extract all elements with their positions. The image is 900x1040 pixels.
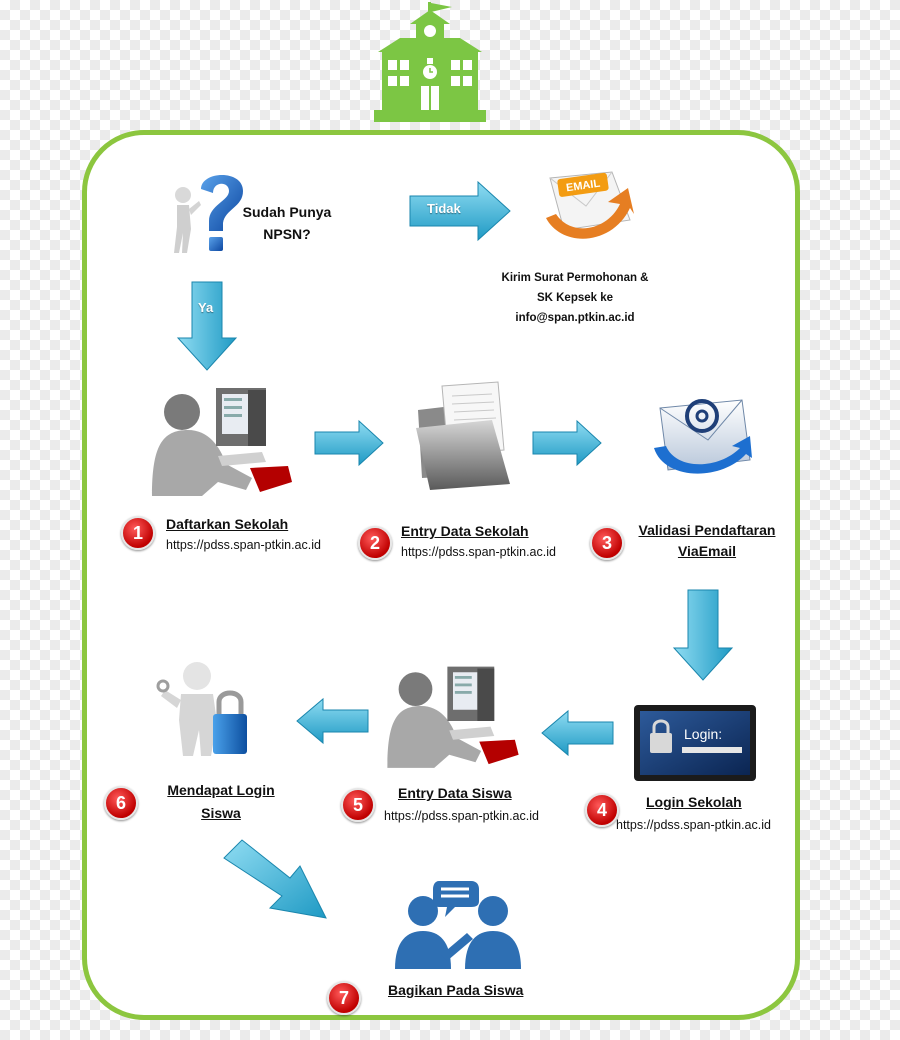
step-2-url[interactable]: https://pdss.span-ptkin.ac.id	[401, 545, 556, 559]
arrow-step3-to-step4	[672, 589, 734, 681]
arrow-yes	[176, 281, 238, 371]
login-screen-icon	[634, 705, 756, 781]
question-text-line2: NPSN?	[263, 226, 311, 242]
step-7-label: Bagikan Pada Siswa	[388, 982, 524, 998]
at-sign-email-icon	[654, 399, 752, 474]
email-envelope-icon	[546, 171, 634, 239]
arrow-no-label: Tidak	[427, 201, 461, 216]
arrow-step5-to-step6	[296, 697, 369, 745]
step-1-badge: 1	[121, 516, 155, 550]
computer-user-icon	[152, 388, 292, 496]
login-screen-text: Login:	[684, 726, 723, 742]
step-5-url[interactable]: https://pdss.span-ptkin.ac.id	[384, 809, 539, 823]
step-6-label-line1: Mendapat Login	[167, 782, 275, 798]
step-4-badge: 4	[585, 793, 619, 827]
step-5-badge: 5	[341, 788, 375, 822]
email-note-line2: SK Kepsek ke	[536, 292, 614, 304]
step-3-badge: 3	[590, 526, 624, 560]
step-1-label: Daftarkan Sekolah	[166, 516, 289, 532]
step-4-url[interactable]: https://pdss.span-ptkin.ac.id	[616, 818, 771, 832]
arrow-yes-label: Ya	[198, 300, 214, 315]
arrow-step4-to-step5	[541, 709, 614, 757]
email-note-line1: Kirim Surat Permohonan &	[501, 272, 649, 284]
people-sharing-icon	[395, 881, 521, 969]
email-note-line3: info@span.ptkin.ac.id	[515, 312, 635, 324]
step-7-badge: 7	[327, 981, 361, 1015]
step-5-label: Entry Data Siswa	[398, 785, 512, 801]
question-mark-person-icon	[174, 175, 243, 253]
step-6-badge: 6	[104, 786, 138, 820]
step-4-label: Login Sekolah	[646, 794, 742, 810]
step-1-url[interactable]: https://pdss.span-ptkin.ac.id	[166, 538, 321, 552]
step-6-label-line2: Siswa	[201, 805, 241, 821]
person-key-lock-icon	[156, 662, 247, 756]
arrow-step6-to-step7	[223, 839, 327, 919]
arrow-step2-to-step3	[532, 419, 602, 467]
arrow-step1-to-step2	[314, 419, 384, 467]
arrow-no	[409, 180, 511, 242]
step-3-label-line1: Validasi Pendaftaran	[638, 522, 776, 538]
step-3-label-line2: ViaEmail	[677, 543, 737, 559]
computer-user-icon	[387, 666, 519, 768]
process-frame	[82, 130, 800, 1020]
question-text-line1: Sudah Punya	[242, 204, 332, 220]
step-2-badge: 2	[358, 526, 392, 560]
school-building-icon	[374, 2, 486, 122]
folder-documents-icon	[416, 381, 510, 490]
step-2-label: Entry Data Sekolah	[401, 523, 529, 539]
